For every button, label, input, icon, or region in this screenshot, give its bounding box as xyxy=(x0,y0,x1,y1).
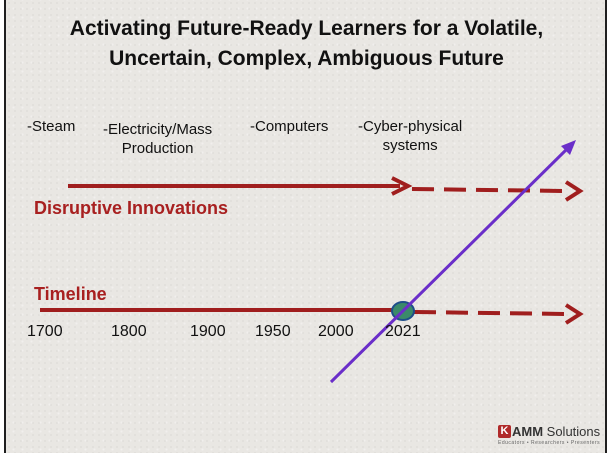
timeline-arrow-dashed xyxy=(413,310,567,316)
year-1950: 1950 xyxy=(255,323,291,340)
era-steam: -Steam xyxy=(27,117,75,136)
disruptive-arrow-end-head xyxy=(564,180,584,202)
year-2000: 2000 xyxy=(318,323,354,340)
era-cyber-label-2: systems xyxy=(382,137,438,154)
era-electricity-label-1: -Electricity/Mass xyxy=(103,121,213,138)
timeline-arrow-end-head xyxy=(564,303,584,325)
logo-suffix: Solutions xyxy=(543,424,601,439)
era-electricity-label-2: Production xyxy=(121,140,194,157)
era-cyber-label-1: -Cyber-physical xyxy=(358,118,463,135)
era-computers: -Computers xyxy=(250,117,328,136)
era-steam-label: -Steam xyxy=(27,118,76,135)
title-line-2: Uncertain, Complex, Ambiguous Future xyxy=(109,47,504,70)
disruptive-arrow-head xyxy=(391,176,413,196)
year-2021: 2021 xyxy=(385,323,421,340)
diagonal-arrow-line xyxy=(329,146,570,384)
logo-tagline: Educators • Researchers • Presenters xyxy=(498,440,601,446)
logo-wordmark: AMM Solutions xyxy=(512,424,600,439)
disruptive-arrow-dashed xyxy=(411,187,567,193)
logo-name: AMM xyxy=(512,424,544,439)
logo-k-mark: K xyxy=(498,425,511,438)
title-line-1: Activating Future-Ready Learners for a V… xyxy=(69,17,544,40)
diagonal-arrow-head xyxy=(561,140,576,155)
timeline-label: Timeline xyxy=(34,284,107,304)
year-1900: 1900 xyxy=(190,323,226,340)
era-electricity: -Electricity/Mass Production xyxy=(103,120,212,158)
year-1700: 1700 xyxy=(27,323,63,340)
era-cyber-physical: -Cyber-physical systems xyxy=(358,117,462,155)
slide-title: Activating Future-Ready Learners for a V… xyxy=(0,14,613,74)
slide xyxy=(4,0,607,453)
disruptive-innovations-label: Disruptive Innovations xyxy=(34,198,229,218)
year-1800: 1800 xyxy=(111,323,147,340)
era-computers-label: -Computers xyxy=(250,118,329,135)
